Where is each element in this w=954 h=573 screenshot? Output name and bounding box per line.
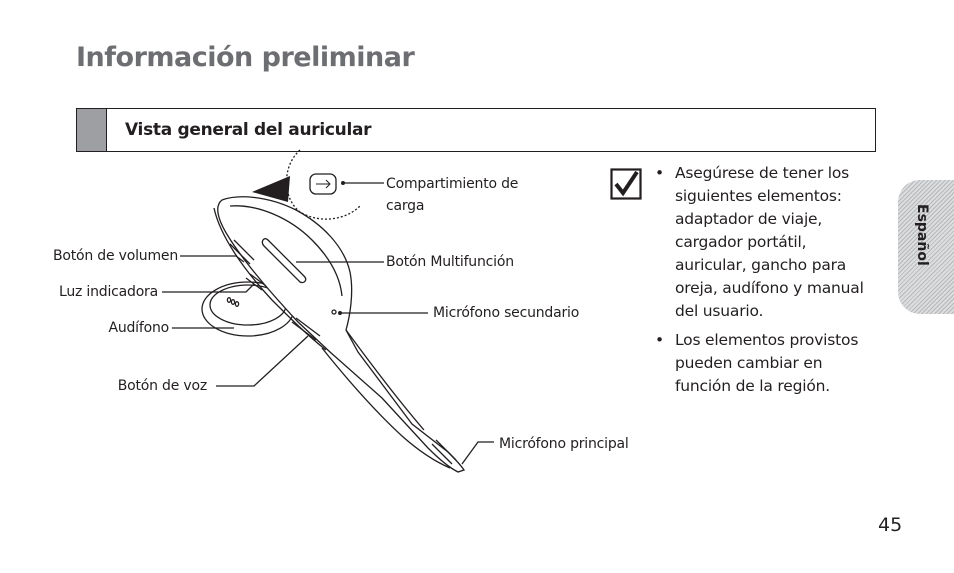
headset-edge-highlight — [229, 205, 343, 297]
boom-stem-upper — [345, 329, 425, 431]
note-item-text: Los elementos provistos pueden cambiar e… — [675, 331, 859, 395]
section-title: Vista general del auricular — [125, 120, 372, 140]
bullet-icon: • — [655, 331, 664, 349]
boom-stem-lower — [321, 347, 451, 469]
page-number: 45 — [878, 514, 903, 536]
leader-indicator — [162, 283, 255, 293]
checkbox-checkmark-icon — [610, 168, 642, 200]
label-indicator-light: Luz indicadora — [58, 284, 158, 300]
language-side-tab: Español — [898, 180, 954, 314]
note-item-text: Asegúrese de tener los siguientes elemen… — [675, 164, 864, 320]
leader-voice — [216, 335, 309, 387]
headset-body-edge — [213, 207, 327, 351]
notes-list: • Asegúrese de tener los siguientes eleme… — [655, 162, 877, 404]
section-header: Vista general del auricular — [76, 108, 876, 152]
multifunction-button-shape — [261, 238, 307, 284]
voice-button-shape — [291, 317, 321, 341]
secondary-microphone-dot — [331, 309, 337, 315]
leader-volume — [180, 255, 245, 263]
earpiece-holes — [226, 297, 240, 307]
bullet-icon: • — [655, 164, 664, 182]
charging-callout-wedge — [252, 176, 290, 202]
label-secondary-microphone: Micrófono secundario — [433, 305, 580, 321]
language-side-tab-label: Español — [914, 204, 930, 266]
leader-main-mic — [461, 441, 494, 465]
charging-callout-arc — [286, 149, 361, 220]
page-title: Información preliminar — [76, 42, 415, 73]
note-item: • Asegúrese de tener los siguientes eleme… — [655, 162, 877, 323]
main-microphone-slot — [431, 439, 457, 465]
label-multifunction-button: Botón Multifunción — [386, 254, 514, 270]
label-earpiece: Audífono — [108, 320, 169, 336]
label-volume-button: Botón de volumen — [52, 248, 178, 264]
label-main-microphone: Micrófono principal — [499, 436, 629, 452]
label-voice-button: Botón de voz — [117, 378, 208, 394]
label-charging-compartment: Compartimiento de carga — [386, 176, 519, 214]
note-item: • Los elementos provistos pueden cambiar … — [655, 329, 877, 398]
section-header-tab — [77, 109, 107, 151]
volume-button-shape — [229, 239, 255, 265]
